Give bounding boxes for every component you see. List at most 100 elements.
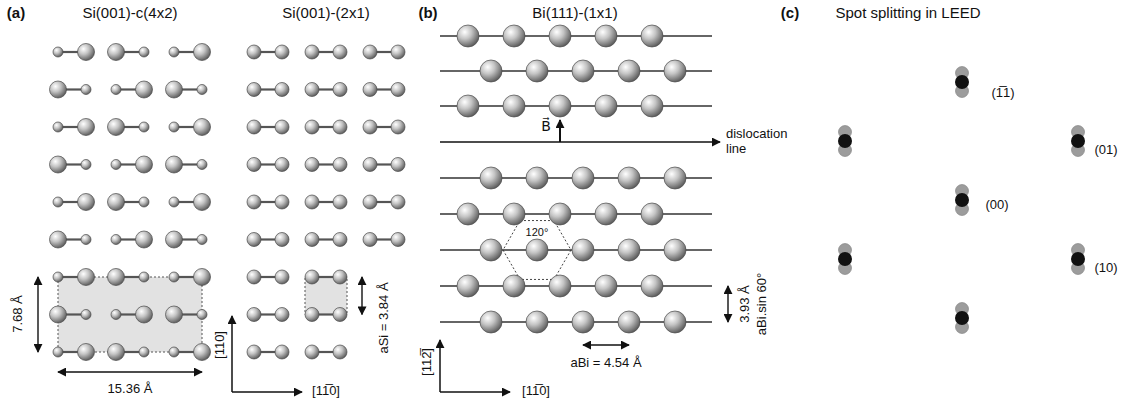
- atom: [247, 83, 261, 97]
- atom: [275, 233, 289, 247]
- atom: [247, 45, 261, 59]
- atom: [618, 60, 640, 82]
- atom-row-line: [440, 213, 712, 215]
- atom: [526, 60, 548, 82]
- annotation-label: aBi = 4.54 Å: [570, 356, 641, 371]
- atom: [664, 167, 686, 189]
- annotation-label: 3.93 Å: [738, 285, 753, 323]
- atom: [457, 203, 479, 225]
- atom: [275, 83, 289, 97]
- atom: [333, 195, 347, 209]
- atom: [305, 83, 319, 97]
- atom: [664, 311, 686, 333]
- atom: [333, 158, 347, 172]
- atom: [664, 60, 686, 82]
- atom: [53, 122, 63, 132]
- annotation-label: [11̅0]: [522, 384, 550, 399]
- atom: [275, 308, 289, 322]
- dimension-arrow: [727, 286, 728, 322]
- annotation-label: aBi.sin 60°: [755, 273, 770, 335]
- atom: [457, 25, 479, 47]
- atom: [194, 119, 211, 136]
- atom: [194, 344, 211, 361]
- atom: [108, 119, 125, 136]
- atom: [391, 158, 405, 172]
- atom: [480, 239, 502, 261]
- atom: [78, 119, 95, 136]
- atom: [305, 45, 319, 59]
- atom: [618, 239, 640, 261]
- annotation-label: (1̅1): [991, 86, 1014, 101]
- atom: [194, 269, 211, 286]
- atom: [78, 344, 95, 361]
- atom: [166, 306, 183, 323]
- atom: [166, 156, 183, 173]
- dislocation-arrow: [440, 141, 720, 143]
- atom: [333, 83, 347, 97]
- atom: [50, 81, 67, 98]
- atom: [618, 167, 640, 189]
- atom: [194, 44, 211, 61]
- diffraction-spot: [955, 311, 969, 325]
- atom: [197, 85, 207, 95]
- annotation-label: dislocation line: [726, 127, 806, 157]
- atom: [197, 160, 207, 170]
- annotation-label: (01): [1094, 143, 1117, 158]
- atom: [391, 45, 405, 59]
- atom: [641, 25, 663, 47]
- atom: [391, 120, 405, 134]
- axis-arrow: [440, 391, 510, 393]
- atom: [136, 231, 153, 248]
- atom: [169, 272, 179, 282]
- atom: [480, 311, 502, 333]
- atom: [275, 45, 289, 59]
- axis-arrow: [232, 391, 302, 393]
- atom: [111, 85, 121, 95]
- atom: [503, 25, 525, 47]
- atom: [247, 158, 261, 172]
- atom: [549, 203, 571, 225]
- atom: [305, 233, 319, 247]
- atom: [247, 120, 261, 134]
- atom: [333, 270, 347, 284]
- atom: [108, 269, 125, 286]
- dimension-arrow: [58, 371, 202, 372]
- annotation-label: aSi = 3.84 Å: [377, 282, 392, 353]
- atom: [333, 120, 347, 134]
- atom: [275, 195, 289, 209]
- atom: [333, 345, 347, 359]
- atom: [247, 195, 261, 209]
- atom: [247, 345, 261, 359]
- atom: [111, 310, 121, 320]
- atom: [333, 233, 347, 247]
- annotation-label: [11̅0]: [312, 384, 340, 399]
- panel-letter: (c): [781, 4, 799, 21]
- atom: [595, 275, 617, 297]
- atom: [275, 345, 289, 359]
- annotation-label: [110]: [213, 331, 228, 359]
- annotation-label: (10): [1094, 261, 1117, 276]
- atom: [108, 44, 125, 61]
- atom: [247, 308, 261, 322]
- atom: [641, 95, 663, 117]
- atom: [480, 167, 502, 189]
- diffraction-spot: [1071, 252, 1085, 266]
- atom: [111, 160, 121, 170]
- atom: [305, 270, 319, 284]
- atom: [53, 272, 63, 282]
- atom-row-line: [440, 35, 712, 37]
- atom: [526, 167, 548, 189]
- axis-arrow: [439, 340, 441, 392]
- atom: [503, 203, 525, 225]
- atom: [572, 60, 594, 82]
- atom: [503, 95, 525, 117]
- axis-arrow: [231, 316, 233, 392]
- atom: [363, 83, 377, 97]
- atom: [169, 347, 179, 357]
- atom: [247, 233, 261, 247]
- atom: [53, 197, 63, 207]
- atom: [457, 95, 479, 117]
- atom: [641, 203, 663, 225]
- atom: [275, 158, 289, 172]
